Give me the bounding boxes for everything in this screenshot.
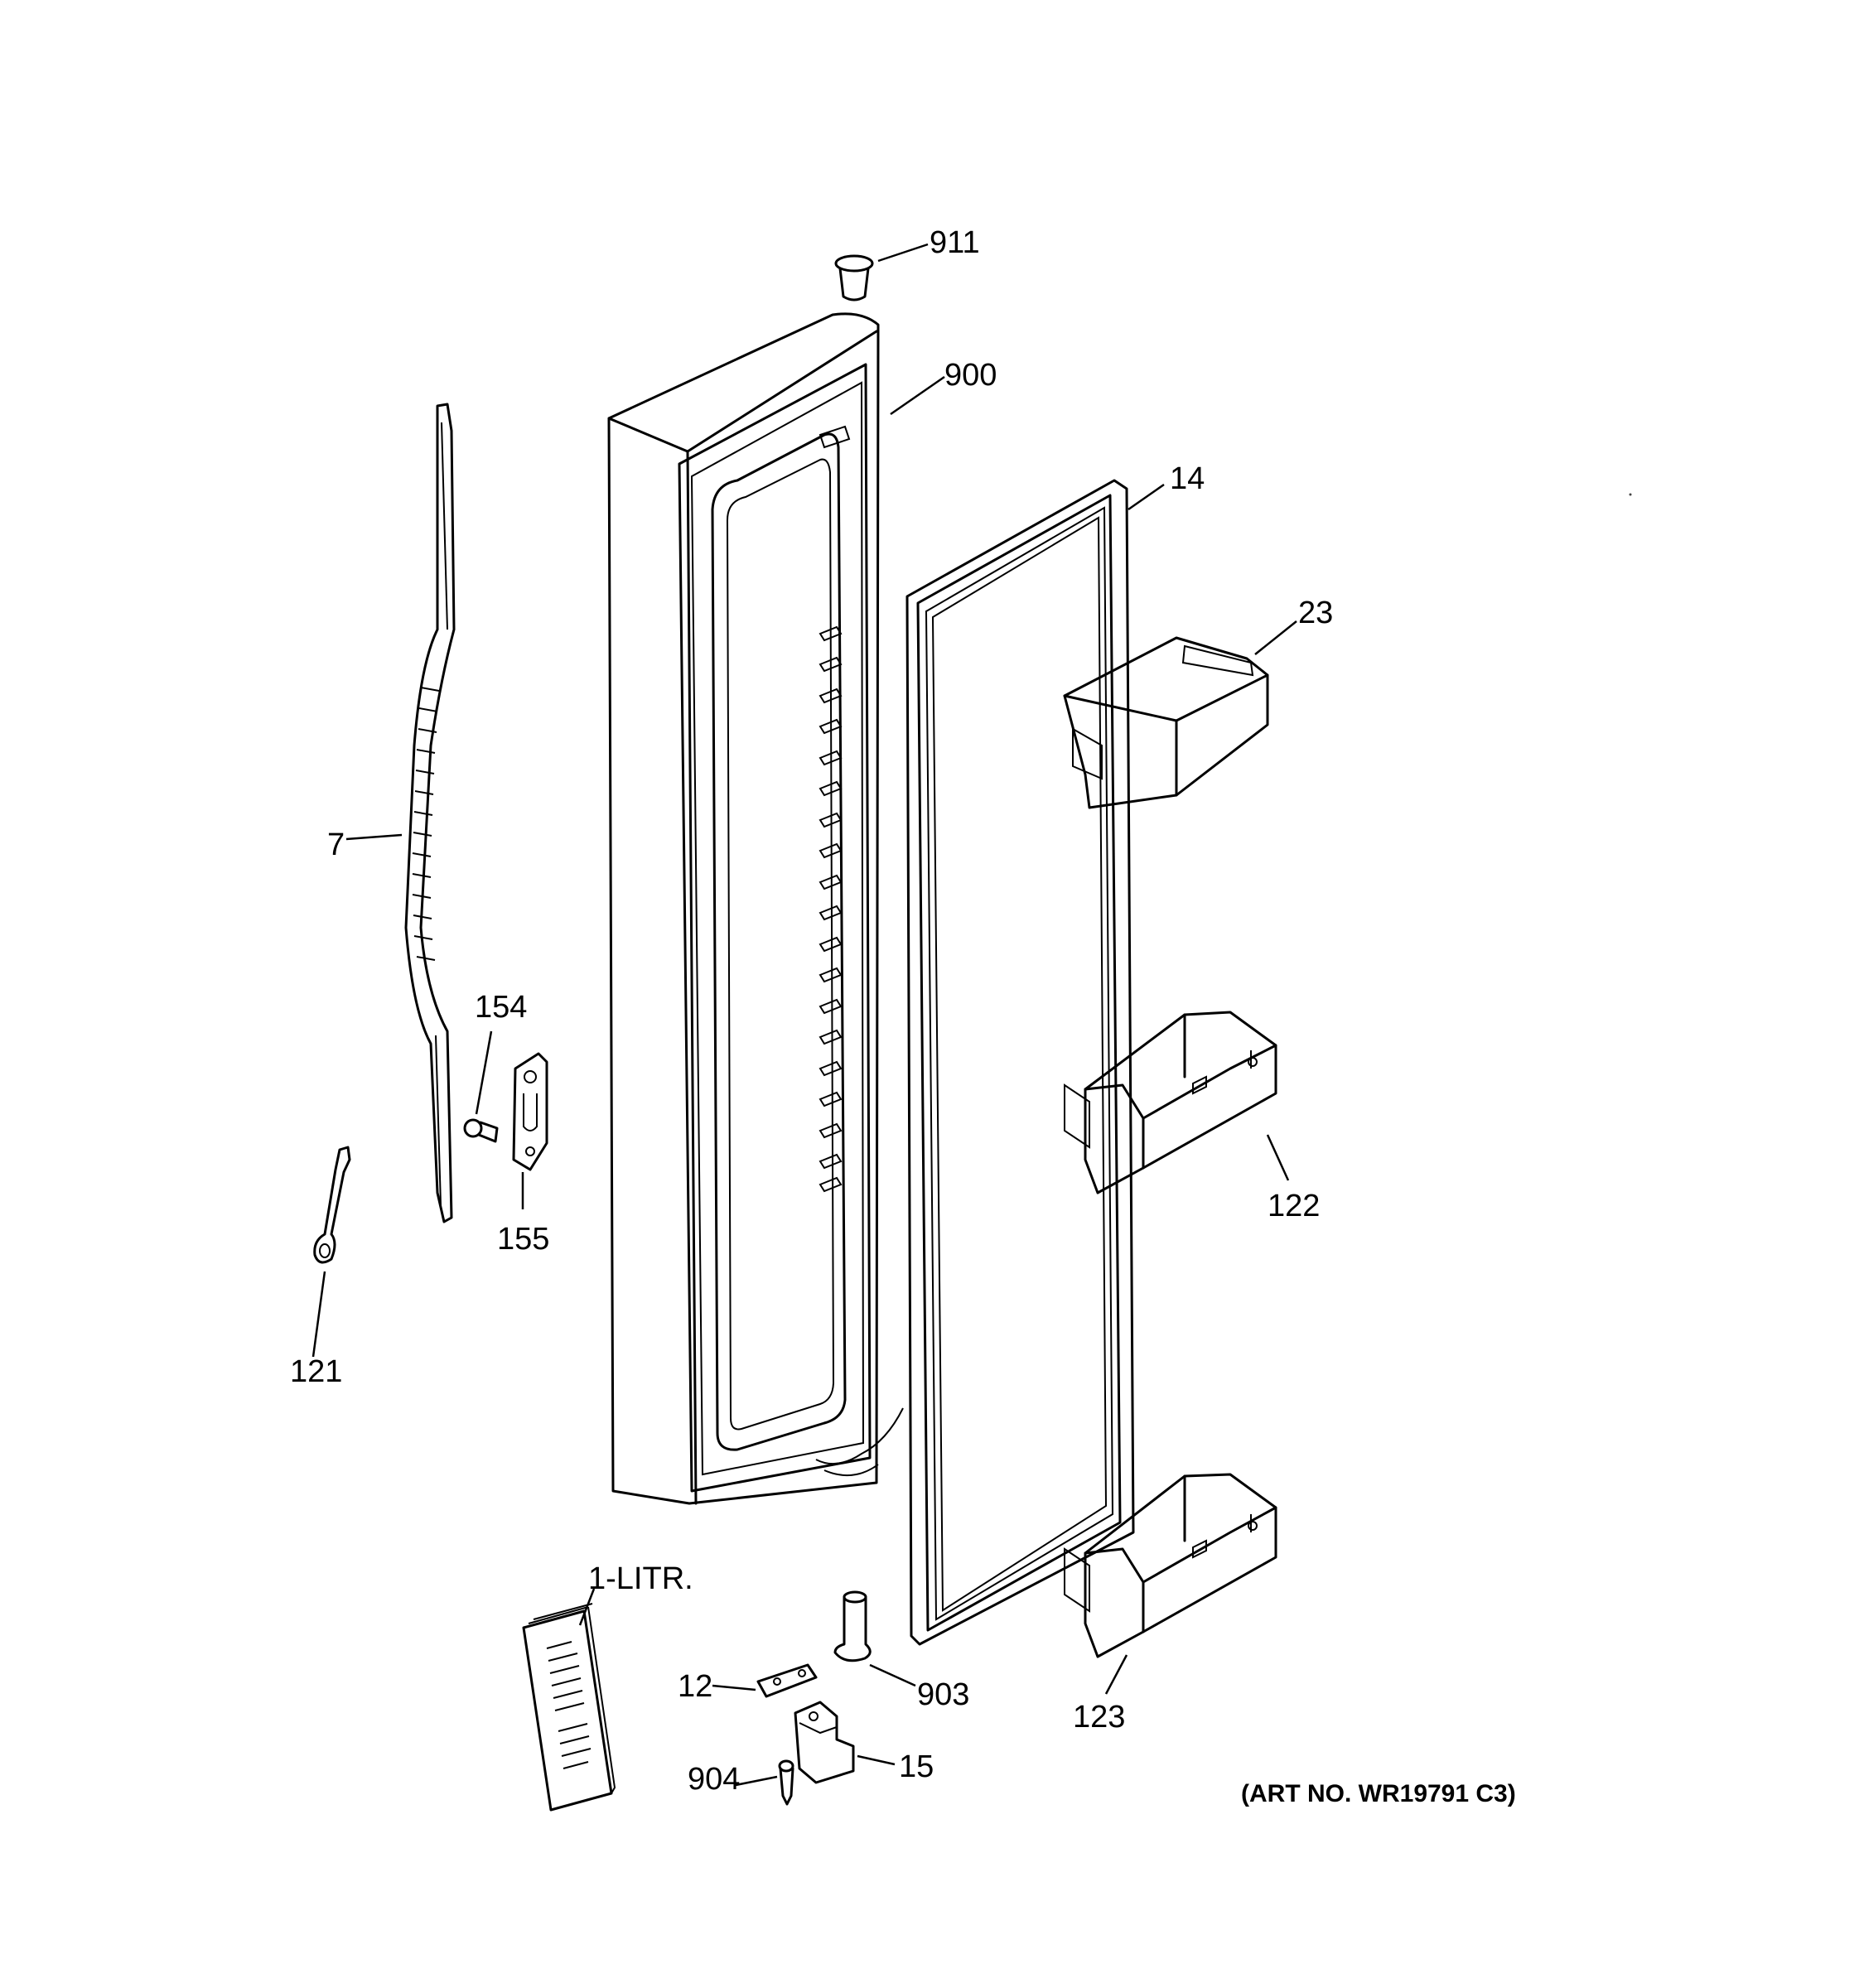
callout-122: 122 xyxy=(1268,1189,1320,1223)
part-14-gasket xyxy=(905,479,1135,1646)
part-904-screw xyxy=(778,1759,794,1806)
part-903-pin xyxy=(833,1590,872,1662)
callout-154: 154 xyxy=(475,990,527,1025)
stray-mark xyxy=(1629,493,1632,496)
part-900-door xyxy=(607,312,904,1505)
part-123-bin xyxy=(1064,1473,1277,1658)
callout-7: 7 xyxy=(327,828,345,862)
callout-1-litr: 1-LITR. xyxy=(588,1561,693,1596)
part-154-screw xyxy=(463,1118,499,1143)
part-12-plate xyxy=(756,1663,818,1698)
callout-123: 123 xyxy=(1073,1700,1125,1735)
callout-121: 121 xyxy=(290,1354,342,1389)
callout-911: 911 xyxy=(930,225,980,260)
part-122-bin xyxy=(1064,1011,1277,1194)
callout-900: 900 xyxy=(944,358,997,393)
part-121-tool xyxy=(313,1146,351,1264)
callout-15: 15 xyxy=(899,1749,934,1784)
part-15-hinge xyxy=(794,1701,855,1784)
callout-904: 904 xyxy=(688,1762,740,1797)
part-911-bushing xyxy=(834,254,874,302)
art-number: (ART NO. WR19791 C3) xyxy=(1241,1780,1516,1807)
callout-labels: 911 900 14 23 7 154 155 121 122 123 1-LI… xyxy=(290,225,1333,1797)
callout-12: 12 xyxy=(678,1669,712,1704)
part-23-bin xyxy=(1063,636,1269,809)
leader-lines xyxy=(311,243,1297,1787)
part-1-litr-booklet xyxy=(522,1603,616,1812)
door-shelf-rails xyxy=(819,625,843,1193)
callout-155: 155 xyxy=(497,1222,549,1257)
callout-23: 23 xyxy=(1298,596,1333,630)
handle-grip-ribs xyxy=(412,687,440,961)
callout-14: 14 xyxy=(1170,461,1205,496)
part-155-bracket xyxy=(512,1052,548,1171)
callout-903: 903 xyxy=(917,1677,969,1712)
part-7-handle xyxy=(404,403,456,1223)
